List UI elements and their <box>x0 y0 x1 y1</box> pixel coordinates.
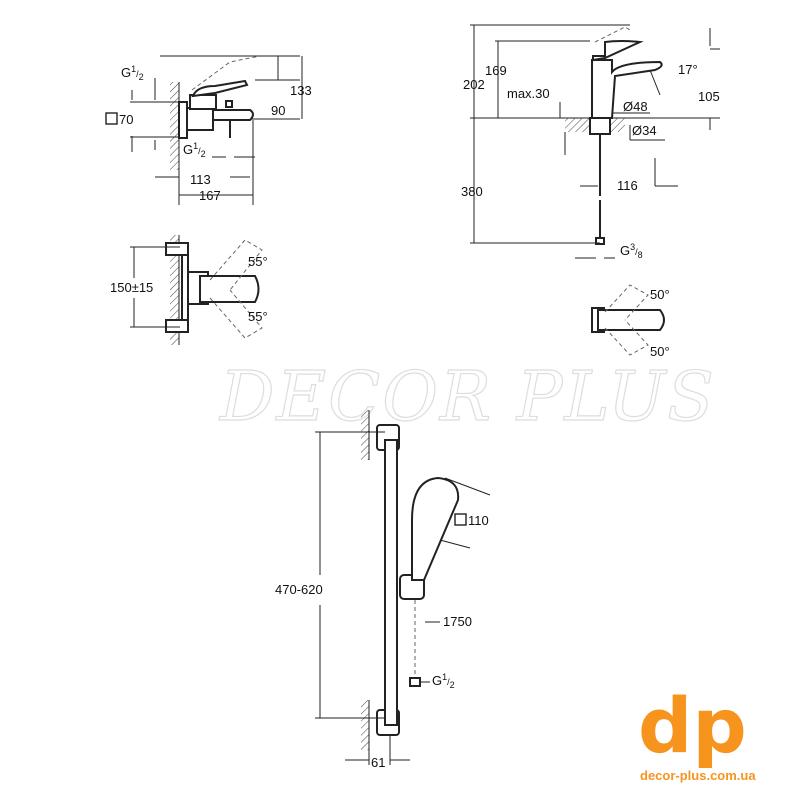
basin-diameter-hole: Ø34 <box>632 123 657 138</box>
bath-thread-top-label: G1/2 <box>121 64 144 82</box>
bath-angle-up: 55° <box>248 254 268 269</box>
shower-rail-range: 470-620 <box>275 582 323 597</box>
bath-mixer-top-view <box>130 235 263 345</box>
brand-logo-mark: dp <box>638 681 747 770</box>
basin-angle-down: 50° <box>650 344 670 359</box>
shower-hose-length: 1750 <box>443 614 472 629</box>
bath-depth-total: 167 <box>199 188 221 203</box>
shower-wall-distance: 61 <box>371 755 385 770</box>
brand-url: decor-plus.com.ua <box>640 768 756 783</box>
bath-angle-down: 55° <box>248 309 268 324</box>
bath-centers: 150±15 <box>110 280 153 295</box>
watermark-text: DECOR PLUS <box>218 358 716 437</box>
basin-height-total: 202 <box>463 77 485 92</box>
basin-spout-angle: 17° <box>678 62 698 77</box>
bath-square-size: 70 <box>119 112 133 127</box>
basin-mixer-top-view <box>591 284 665 356</box>
basin-thread-label: G3/8 <box>620 242 643 260</box>
basin-depth: 116 <box>617 178 638 193</box>
shower-thread-label: G1/2 <box>432 672 455 690</box>
basin-diameter-base: Ø48 <box>623 99 648 114</box>
bath-height-spout: 90 <box>271 103 285 118</box>
bath-depth-spout: 113 <box>190 172 211 187</box>
basin-hose-length: 380 <box>461 184 483 199</box>
bath-mixer-side-view <box>130 55 303 205</box>
basin-spout-reach: 105 <box>698 89 720 104</box>
basin-mixer-side-view <box>470 24 720 259</box>
shower-set <box>315 410 491 765</box>
square-icon <box>454 513 467 526</box>
basin-angle-up: 50° <box>650 287 670 302</box>
shower-head-size: 110 <box>468 513 489 528</box>
bath-height-total: 133 <box>290 83 312 98</box>
square-icon <box>105 112 118 125</box>
bath-thread-spout-label: G1/2 <box>183 141 206 159</box>
basin-max-thickness: max.30 <box>507 86 550 101</box>
basin-height-spout: 169 <box>485 63 507 78</box>
